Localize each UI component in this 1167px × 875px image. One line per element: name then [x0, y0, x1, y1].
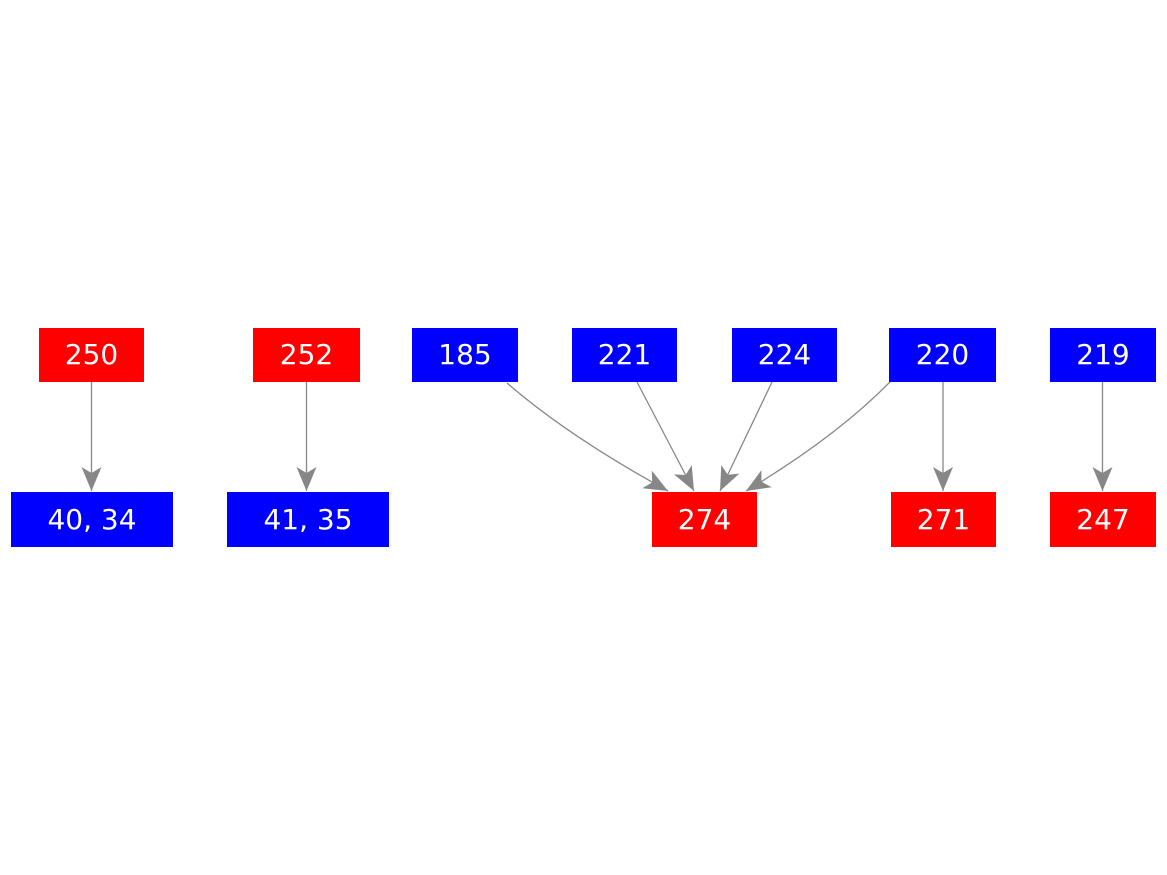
graph-node-247: 247 — [1050, 492, 1156, 547]
edge-220-to-274 — [745, 381, 891, 492]
graph-node-250: 250 — [39, 328, 144, 382]
graph-node-41-35: 41, 35 — [227, 492, 389, 547]
graph-node-252: 252 — [253, 328, 360, 382]
edge-224-to-274 — [719, 381, 773, 492]
graph-node-271: 271 — [891, 492, 996, 547]
edge-185-to-274 — [506, 382, 669, 492]
graph-node-224: 224 — [732, 328, 837, 382]
graph-node-185: 185 — [412, 328, 518, 382]
edge-221-to-274 — [636, 381, 695, 492]
graph-node-221: 221 — [572, 328, 677, 382]
graph-node-40-34: 40, 34 — [11, 492, 173, 547]
graph-node-220: 220 — [889, 328, 996, 382]
graph-node-274: 274 — [652, 492, 757, 547]
graph-node-219: 219 — [1050, 328, 1156, 382]
edges-group — [81, 381, 1113, 492]
